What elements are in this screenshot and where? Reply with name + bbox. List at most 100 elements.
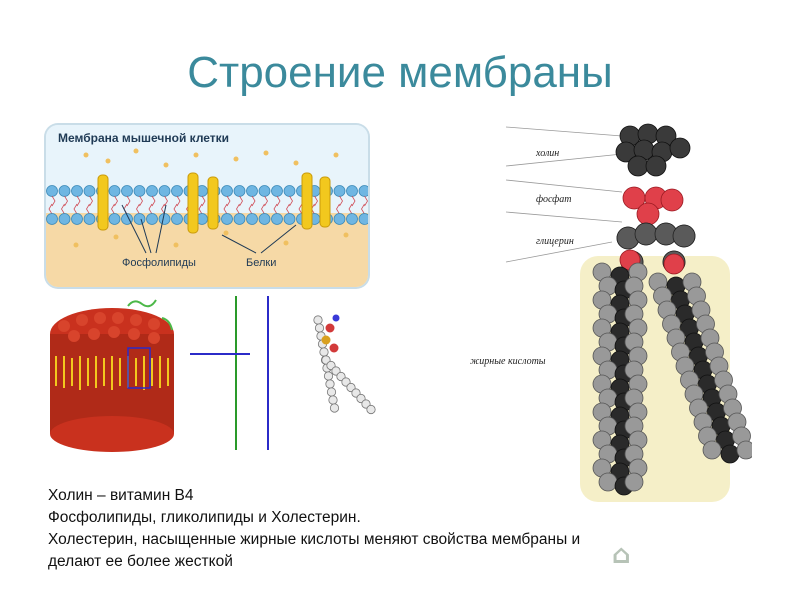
label-phospholipids: Фосфолипиды xyxy=(122,257,196,269)
atom xyxy=(660,188,684,212)
notes-block: Холин – витамин В4 Фосфолипиды, гликолип… xyxy=(48,485,768,573)
label-glycerol: глицерин xyxy=(536,236,574,247)
atom xyxy=(258,185,271,197)
atom xyxy=(173,242,179,248)
leader-phosphate xyxy=(505,179,623,193)
atom xyxy=(325,379,335,389)
atom xyxy=(645,155,667,177)
connector-line-right xyxy=(267,296,269,450)
atom xyxy=(326,387,337,397)
atom xyxy=(221,213,233,225)
leader-glycerol-1 xyxy=(505,211,623,223)
note-line-2: Фосфолипиды, гликолипиды и Холестерин. xyxy=(48,509,361,526)
atom xyxy=(313,315,323,325)
atom xyxy=(71,185,83,197)
atom xyxy=(358,213,368,225)
atom xyxy=(283,213,296,225)
small-molecule-model xyxy=(313,314,376,415)
atom xyxy=(171,213,183,225)
atom xyxy=(193,152,199,158)
atom xyxy=(271,185,283,197)
atom xyxy=(358,185,368,197)
atom xyxy=(271,213,283,225)
atom xyxy=(221,185,233,197)
note-line-1: Холин – витамин В4 xyxy=(48,487,194,504)
atom xyxy=(233,213,246,225)
atom xyxy=(329,403,340,413)
atom xyxy=(83,213,96,225)
atom xyxy=(133,213,146,225)
atom xyxy=(283,240,289,246)
label-phosphate: фосфат xyxy=(536,194,572,205)
atom xyxy=(319,347,329,357)
watermark-logo-icon: ⌂ xyxy=(612,540,631,570)
atom xyxy=(314,323,325,333)
atom xyxy=(171,185,183,197)
atom xyxy=(108,185,121,197)
atom xyxy=(223,230,229,236)
atom xyxy=(246,185,258,197)
atom xyxy=(133,185,146,197)
atom xyxy=(83,185,96,197)
atom xyxy=(333,185,346,197)
atom xyxy=(58,213,71,225)
phospholipid-model xyxy=(505,123,752,502)
atom xyxy=(624,472,644,492)
leader-choline xyxy=(505,126,623,137)
atom xyxy=(108,213,121,225)
protein-1 xyxy=(97,174,109,231)
atom xyxy=(73,242,79,248)
atom xyxy=(105,158,111,164)
atom xyxy=(634,222,658,246)
atom xyxy=(46,213,58,225)
leader-choline-2 xyxy=(505,153,623,167)
protein-3 xyxy=(207,176,219,230)
note-line-3: Холестерин, насыщенные жирные кислоты ме… xyxy=(48,531,581,548)
atom xyxy=(325,323,335,333)
atom xyxy=(113,234,119,240)
atom xyxy=(71,213,83,225)
atom xyxy=(146,185,158,197)
atom xyxy=(663,253,685,275)
membrane-heading: Мембрана мышечной клетки xyxy=(58,131,230,145)
atom xyxy=(328,395,338,405)
atom xyxy=(121,185,133,197)
atom xyxy=(672,224,696,248)
protein-4 xyxy=(301,172,313,230)
atom xyxy=(158,213,171,225)
atom xyxy=(246,213,258,225)
atom xyxy=(636,202,660,226)
atom xyxy=(333,152,339,158)
atom xyxy=(163,162,169,168)
atom xyxy=(83,152,89,158)
atom xyxy=(293,160,299,166)
atom xyxy=(343,232,349,238)
atom xyxy=(263,150,269,156)
membrane-illustration xyxy=(46,125,368,287)
atom xyxy=(321,335,331,345)
label-fatty-acids: жирные кислоты xyxy=(470,356,546,367)
protein-5 xyxy=(319,176,331,228)
membrane-block-illustration xyxy=(50,299,174,452)
atom xyxy=(133,148,139,154)
atom xyxy=(258,213,271,225)
atom xyxy=(233,156,239,162)
atom xyxy=(346,185,358,197)
membrane-panel: Мембрана мышечной клетки Фосфолипиды Бел… xyxy=(46,125,368,287)
atom xyxy=(346,213,358,225)
atom xyxy=(46,185,58,197)
atom xyxy=(121,213,133,225)
atom xyxy=(736,440,752,460)
atom xyxy=(627,155,649,177)
atom xyxy=(233,185,246,197)
atom xyxy=(702,440,722,460)
atom xyxy=(669,137,691,159)
atom xyxy=(332,314,340,322)
atom xyxy=(323,371,334,381)
atom xyxy=(329,343,339,353)
atom xyxy=(58,185,71,197)
protein-2 xyxy=(187,172,199,234)
note-line-4: делают ее более жесткой xyxy=(48,553,233,570)
connector-lines xyxy=(190,296,250,450)
leader-glycerol-2 xyxy=(505,241,613,263)
